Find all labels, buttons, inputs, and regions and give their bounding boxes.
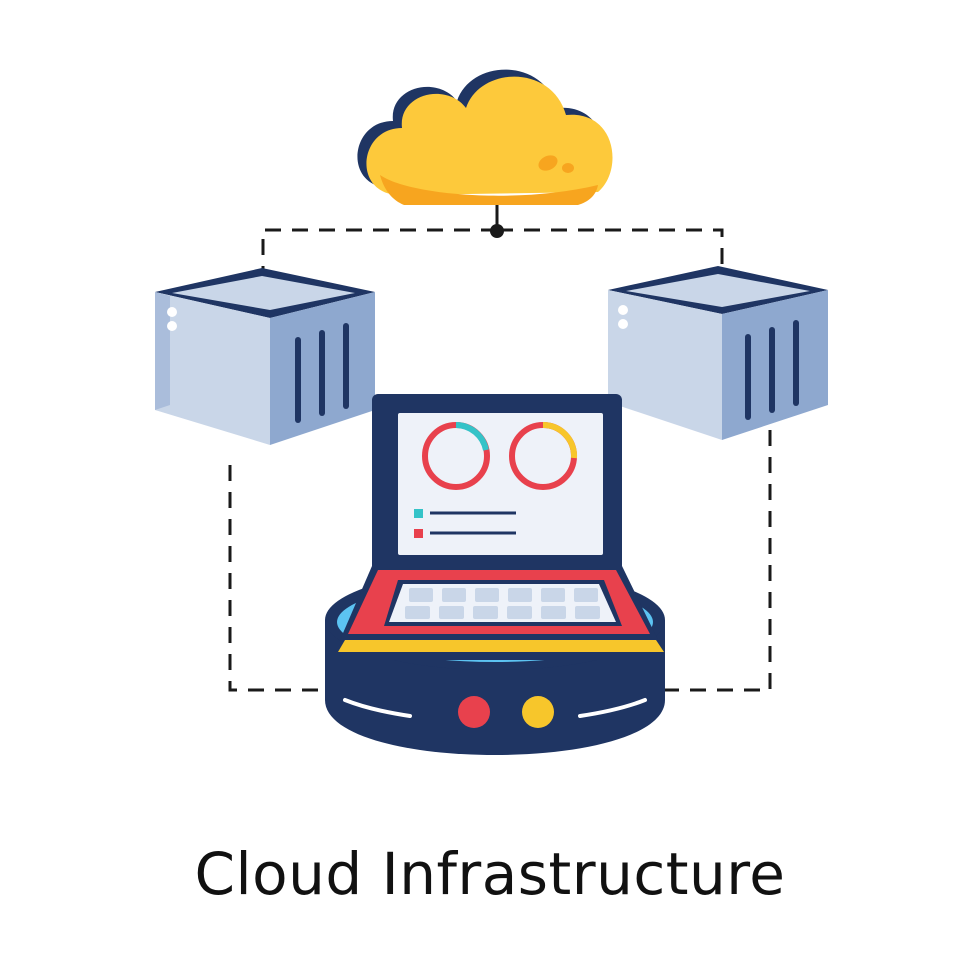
red-indicator-button: [458, 696, 490, 728]
legend-red-marker: [414, 529, 423, 538]
legend-teal-marker: [414, 509, 423, 518]
donut-chart-icon: [422, 421, 578, 490]
server-right-icon: [608, 266, 828, 440]
keyboard-keys: [405, 588, 600, 619]
server-left-icon: [155, 268, 375, 445]
laptop-icon: [338, 394, 664, 660]
illustration-caption: Cloud Infrastructure: [194, 840, 786, 908]
cloud-icon: [357, 69, 613, 205]
junction-dot: [490, 224, 504, 238]
laptop-screen: [398, 413, 603, 555]
yellow-indicator-button: [522, 696, 554, 728]
